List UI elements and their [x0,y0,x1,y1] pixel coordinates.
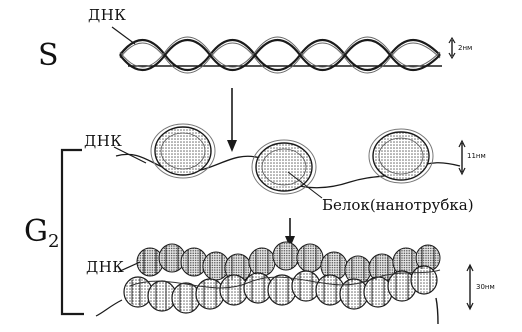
phase-g2-subscript: 2 [48,231,59,252]
phase-s-label: S [38,38,59,73]
scale-bar-bottom [467,265,473,309]
dna-double-helix [120,37,442,73]
dna-label-top: ДНК [88,6,126,24]
nucleosome-fiber [116,124,460,194]
dna-label-bottom: ДНК [86,258,124,276]
dna-top-pointer [112,27,135,44]
protein-label: Белок(нанотрубка) [322,196,474,214]
scale-bar-middle [459,141,465,174]
phase-g2-main: G [24,214,48,249]
scale-label-bottom: 30нм [476,283,495,291]
dna-label-middle: ДНК [84,132,122,150]
scale-label-middle: 11нм [467,152,486,160]
scale-bar-top [449,38,455,58]
phase-g2-label: G2 [24,214,59,252]
scale-label-top: 2нм [458,44,472,52]
solenoid-fiber [96,242,440,324]
g2-bracket [62,150,84,314]
arrow-down-1 [227,88,237,152]
